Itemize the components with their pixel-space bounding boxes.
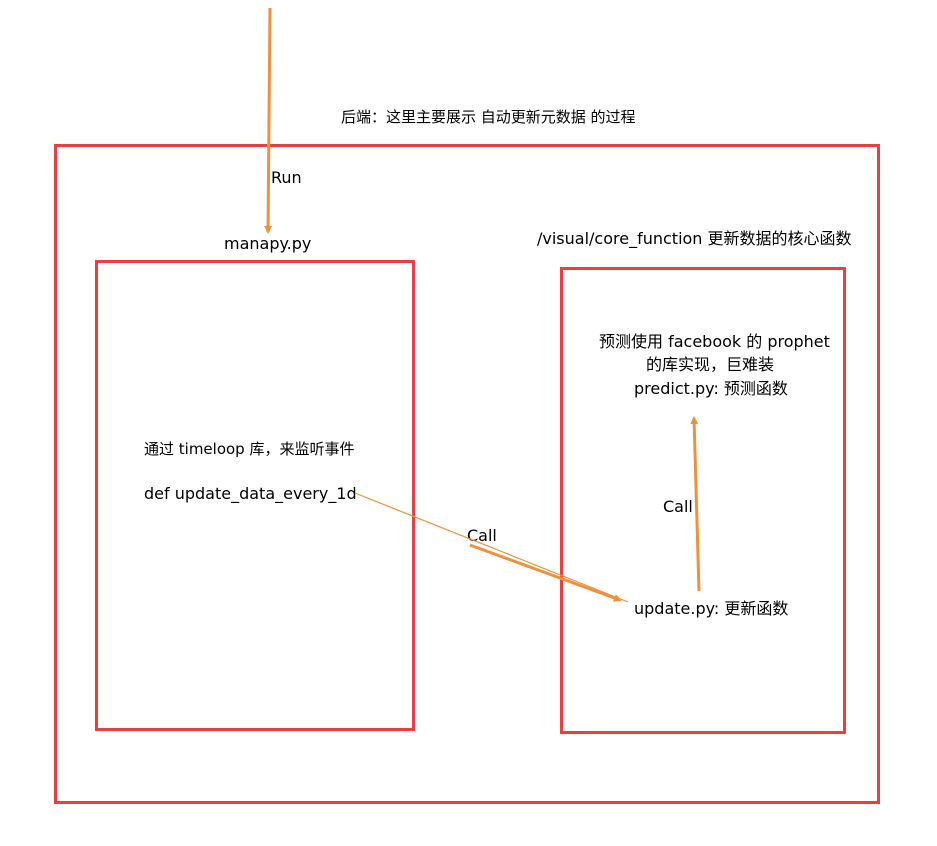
manapy-label: manapy.py (224, 234, 312, 253)
timeloop-text: 通过 timeloop 库，来监听事件 (144, 440, 355, 458)
run-arrow (264, 7, 273, 234)
core-function-label: /visual/core_function 更新数据的核心函数 (537, 229, 852, 248)
manapy-box (95, 260, 415, 731)
backend-box (54, 144, 880, 804)
predict-text: predict.py: 预测函数 (634, 379, 788, 398)
prophet-note-line2: 的库实现，巨难装 (646, 355, 775, 374)
call-label-predict: Call (663, 497, 693, 516)
update-data-function-text: def update_data_every_1d (144, 484, 357, 503)
core-function-box (560, 267, 846, 734)
run-label: Run (271, 168, 302, 187)
call-arrow-predict (690, 416, 701, 592)
call-arrow-update-thick (469, 543, 622, 602)
prophet-note-line1: 预测使用 facebook 的 prophet (599, 332, 830, 351)
diagram-title: 后端：这里主要展示 自动更新元数据 的过程 (341, 108, 636, 126)
update-text: update.py: 更新函数 (634, 599, 789, 618)
call-arrow-update (354, 492, 629, 603)
